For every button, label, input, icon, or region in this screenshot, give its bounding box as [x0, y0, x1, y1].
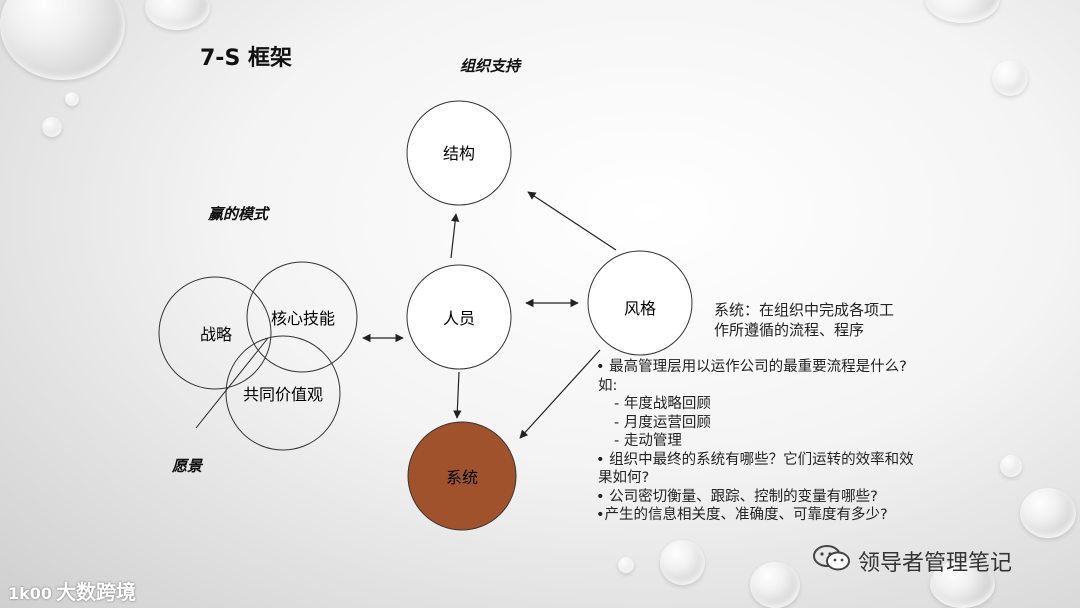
- list-item: • 组织中最终的系统有哪些？它们运转的效率和效: [596, 451, 914, 468]
- core-skills-label: 核心技能: [271, 309, 335, 328]
- list-item: •产生的信息相关度、准确度、可靠度有多少?: [596, 507, 888, 523]
- people-label: 人员: [443, 309, 475, 328]
- structure-circle: [406, 100, 512, 206]
- systems-circle: [407, 421, 517, 531]
- strategy-label: 战略: [200, 325, 232, 344]
- shared-values-circle: [225, 335, 341, 451]
- strategy-circle: [158, 276, 272, 390]
- arrow-style-to-structure: [527, 191, 617, 251]
- watermark-left-text: 大数跨境: [56, 580, 137, 604]
- list-item: • 最高管理层用以运作公司的最重要流程是什么?: [596, 359, 907, 375]
- water-drop-decoration: [1020, 488, 1076, 538]
- style-circle: [587, 250, 693, 356]
- watermark-right: 领导者管理笔记: [858, 551, 1013, 576]
- water-drop-decoration: [65, 92, 79, 106]
- watermark-logo: 1k00: [8, 584, 53, 603]
- page-title: 7-S 框架: [200, 46, 292, 71]
- list-item: - 年度战略回顾: [614, 396, 711, 412]
- water-drop-decoration: [925, 0, 1000, 23]
- arrow-style-to-systems: [519, 349, 601, 439]
- water-drop-decoration: [750, 562, 800, 608]
- structure-label: 结构: [443, 144, 475, 163]
- water-drop-decoration: [42, 117, 62, 137]
- style-label: 风格: [624, 299, 656, 318]
- water-drop-decoration: [660, 540, 705, 585]
- systems-description: 系统：在组织中完成各项工 作所遵循的流程、程序: [714, 300, 924, 340]
- description-line: 系统：在组织中完成各项工: [714, 301, 895, 319]
- winning-mode-label: 赢的模式: [208, 205, 269, 223]
- systems-label: 系统: [446, 468, 478, 487]
- org-support-label: 组织支持: [460, 57, 521, 75]
- water-drop-decoration: [992, 60, 1028, 96]
- water-drop-decoration: [618, 557, 634, 573]
- arrow-people-to-systems: [453, 371, 462, 419]
- wechat-icon: [813, 545, 850, 571]
- vision-label: 愿景: [172, 457, 203, 475]
- water-drop-decoration: [1000, 455, 1022, 477]
- shared-values-label: 共同价值观: [243, 385, 323, 404]
- vision-pointer-line: [195, 337, 269, 429]
- list-item: 如:: [598, 377, 618, 394]
- list-item: - 走动管理: [614, 433, 682, 449]
- arrow-people-to-structure: [450, 213, 460, 259]
- systems-question-list: • 最高管理层用以运作公司的最重要流程是什么? 如: - 年度战略回顾 - 月度…: [596, 358, 956, 525]
- list-item: 果如何?: [598, 470, 650, 486]
- core-skills-circle: [246, 261, 358, 373]
- water-drop-decoration: [930, 560, 995, 608]
- list-item: - 月度运营回顾: [614, 414, 711, 431]
- list-item: • 公司密切衡量、跟踪、控制的变量有哪些?: [596, 488, 878, 505]
- description-line: 作所遵循的流程、程序: [714, 321, 865, 339]
- people-circle: [406, 264, 512, 370]
